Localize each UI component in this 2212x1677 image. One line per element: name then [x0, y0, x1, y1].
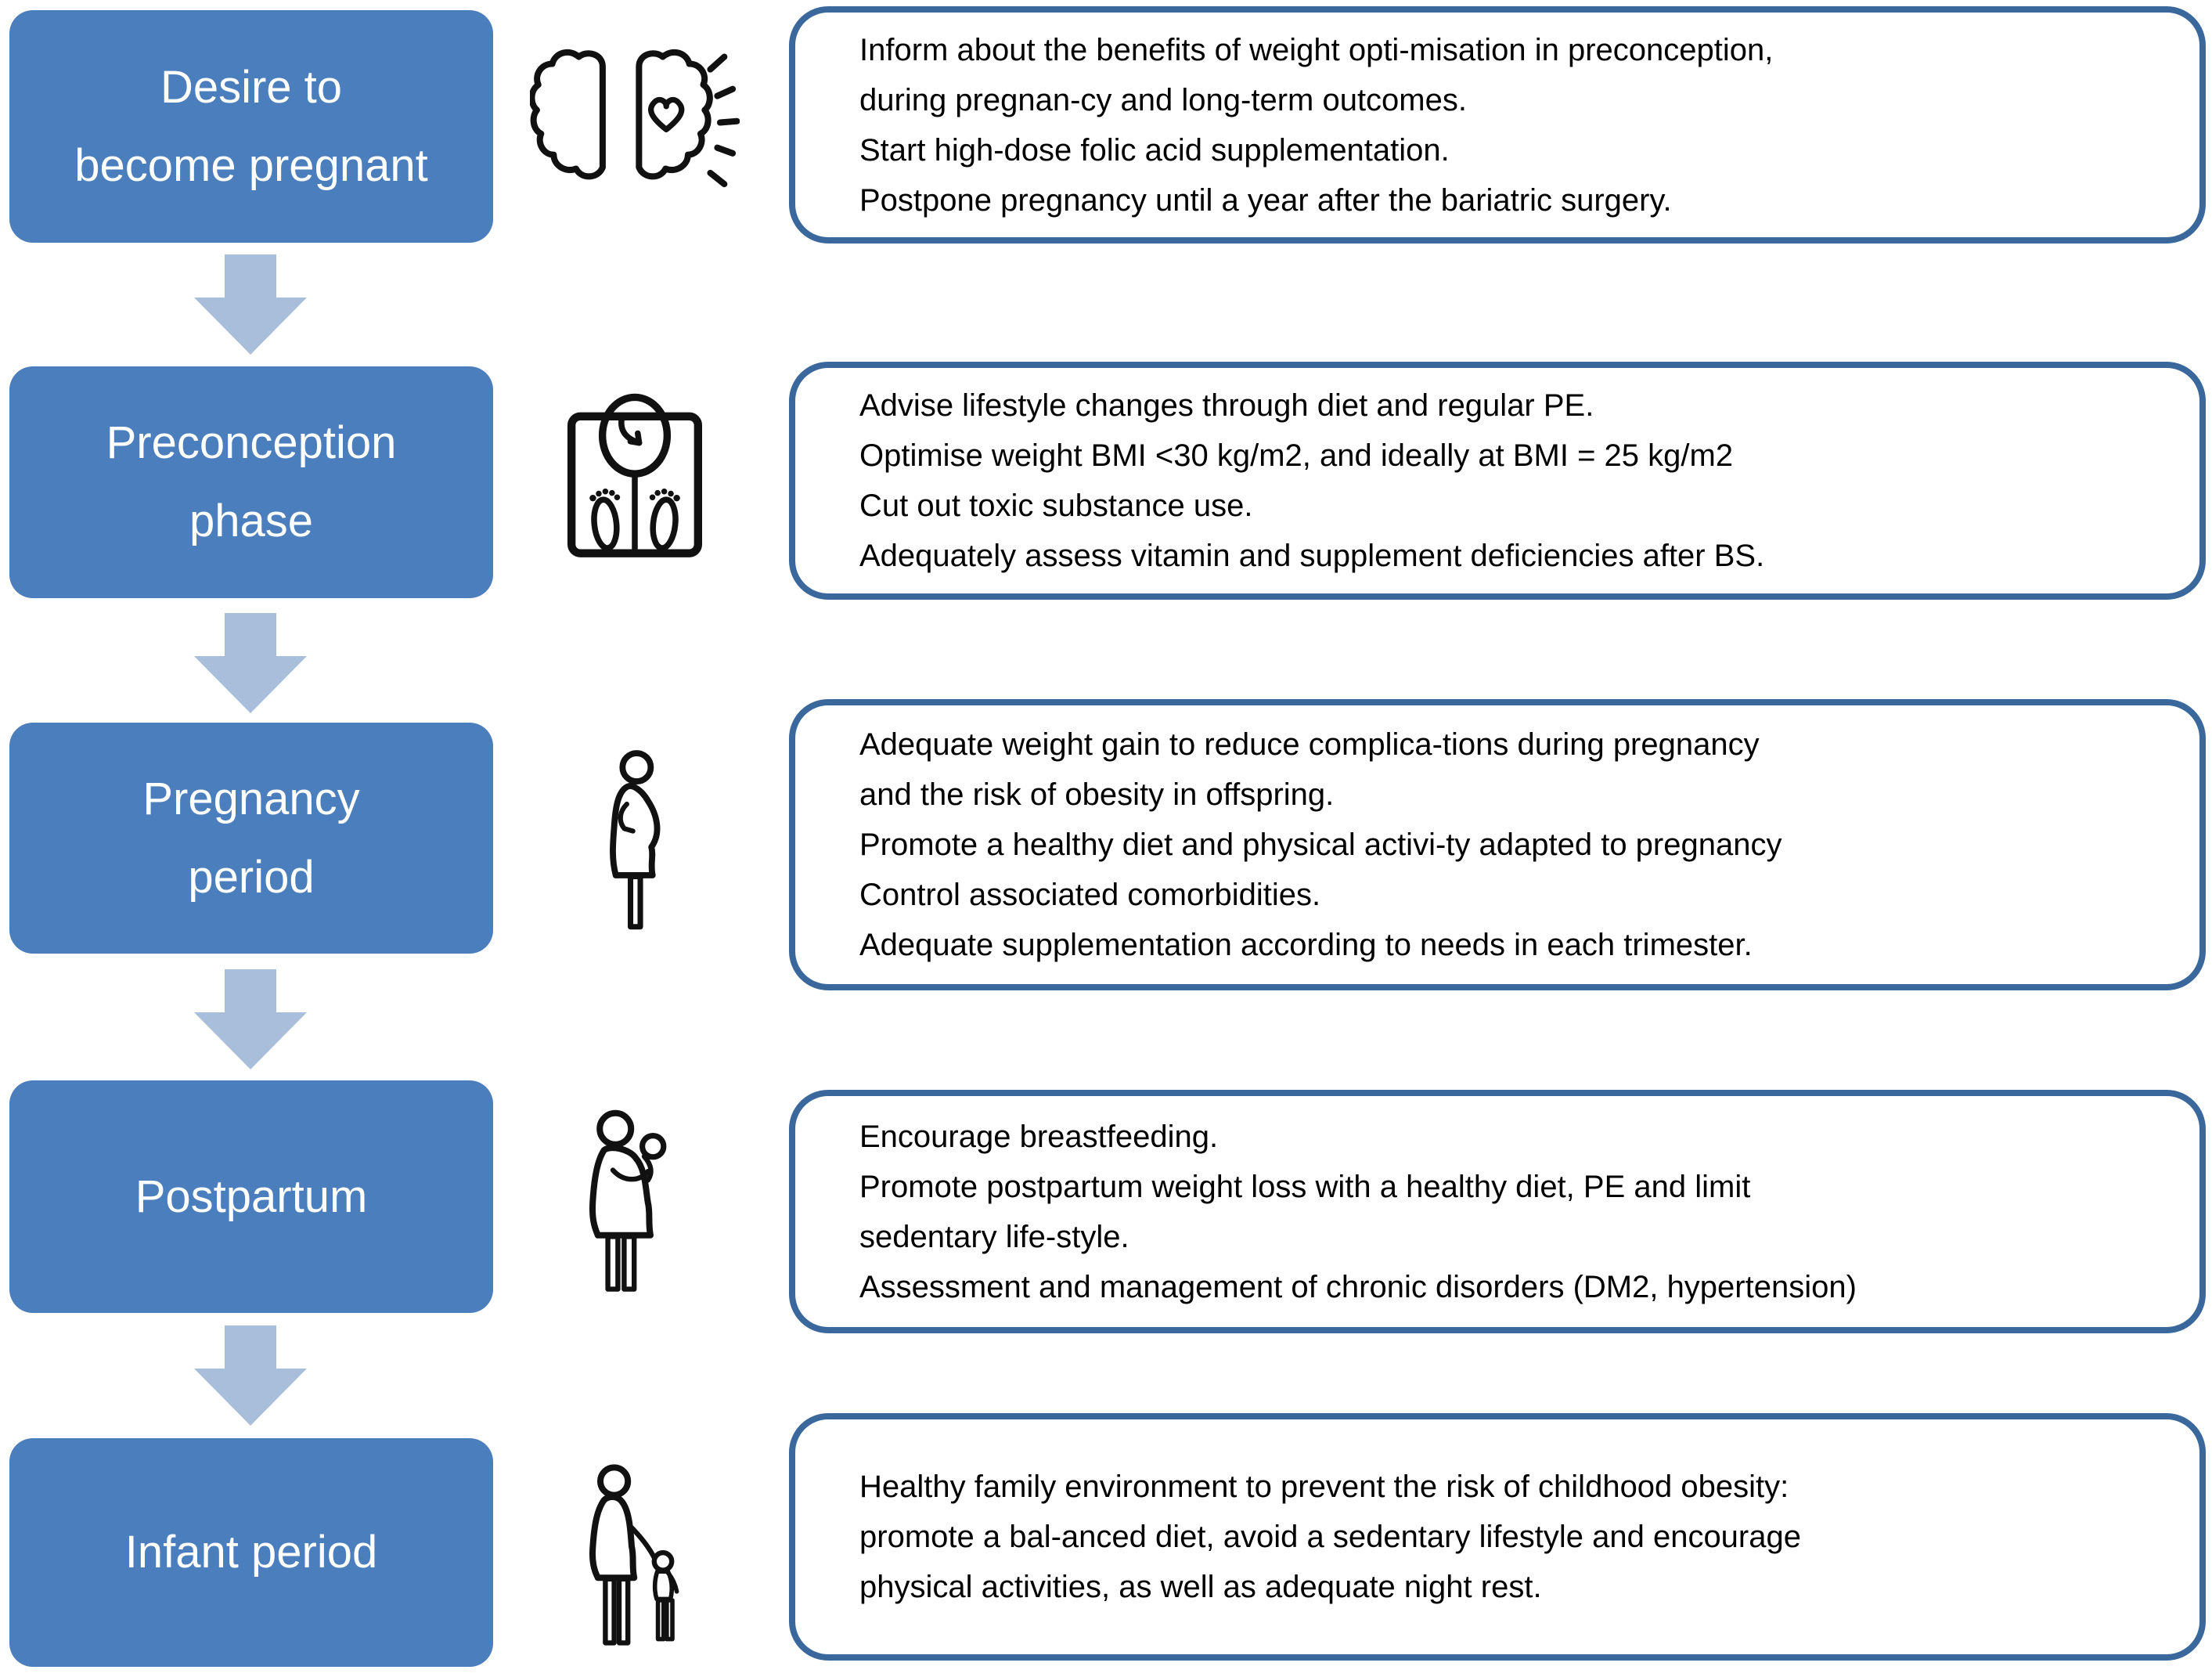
stage-box-infant: Infant period [9, 1438, 493, 1667]
detail-line: Promote a healthy diet and physical acti… [859, 828, 1782, 862]
detail-line: Promote postpartum weight loss with a he… [859, 1169, 1751, 1204]
detail-line: Advise lifestyle changes through diet an… [859, 388, 1594, 423]
stage-label-line: period [188, 851, 315, 903]
detail-box-postpartum: Encourage breastfeeding. Promote postpar… [789, 1090, 2206, 1333]
stage-box-desire: Desire to become pregnant [9, 10, 493, 243]
stage-label-line: Desire to [160, 61, 343, 113]
down-arrow [194, 969, 307, 1069]
detail-line: Adequate supplementation according to ne… [859, 928, 1753, 962]
stage-box-preconception: Preconception phase [9, 366, 493, 598]
detail-box-infant: Healthy family environment to prevent th… [789, 1413, 2206, 1661]
detail-line: Postpone pregnancy until a year after th… [859, 182, 1672, 218]
detail-line: Inform about the benefits of weight opti… [859, 32, 1774, 67]
detail-line: Encourage breastfeeding. [859, 1119, 1219, 1154]
detail-line: Cut out toxic substance use. [859, 489, 1253, 523]
stage-label-line: Postpartum [135, 1170, 368, 1222]
weight-scale-icon [529, 388, 740, 575]
detail-line: and the risk of obesity in offspring. [859, 777, 1335, 812]
detail-line: during pregnan-cy and long-term outcomes… [859, 82, 1467, 117]
row-postpartum: Postpartum Encourage breastfeeding. Prom… [0, 1080, 2212, 1333]
stage-label-line: phase [189, 496, 314, 546]
pregnant-woman-icon [529, 748, 740, 932]
detail-line: Start high-dose folic acid supplementati… [859, 132, 1450, 168]
mother-baby-icon [529, 1106, 740, 1294]
stage-label-line: Preconception [106, 417, 397, 468]
stage-box-postpartum: Postpartum [9, 1080, 493, 1313]
brain-heart-icon [529, 36, 740, 216]
stage-label-line: Pregnancy [142, 773, 360, 824]
detail-line: Optimise weight BMI <30 kg/m2, and ideal… [859, 438, 1734, 473]
stage-box-pregnancy: Pregnancy period [9, 723, 493, 954]
down-arrow [194, 254, 307, 355]
detail-line: Assessment and management of chronic dis… [859, 1269, 1857, 1304]
detail-line: Healthy family environment to prevent th… [859, 1470, 1789, 1504]
detail-box-preconception: Advise lifestyle changes through diet an… [789, 362, 2206, 600]
detail-line: promote a bal-anced diet, avoid a sedent… [859, 1520, 1801, 1554]
stage-label-line: become pregnant [74, 139, 428, 191]
detail-box-desire: Inform about the benefits of weight opti… [789, 6, 2206, 243]
row-pregnancy-period: Pregnancy period Adequate weight gain to… [0, 699, 2212, 990]
detail-line: physical activities, as well as adequate… [859, 1570, 1542, 1604]
down-arrow [194, 613, 307, 713]
stage-label-line: Infant period [124, 1527, 378, 1578]
row-desire-to-become-pregnant: Desire to become pregnant Inform about t… [0, 6, 2212, 243]
detail-box-pregnancy: Adequate weight gain to reduce complica-… [789, 699, 2206, 990]
detail-line: Adequately assess vitamin and supplement… [859, 539, 1765, 573]
row-preconception-phase: Preconception phase Advise lifestyle cha… [0, 362, 2212, 600]
detail-line: Control associated comorbidities. [859, 878, 1321, 912]
detail-line: sedentary life-style. [859, 1219, 1129, 1254]
mother-child-icon [529, 1462, 740, 1650]
row-infant-period: Infant period Healthy family environment… [0, 1413, 2212, 1667]
detail-line: Adequate weight gain to reduce complica-… [859, 727, 1760, 762]
down-arrow [194, 1325, 307, 1426]
